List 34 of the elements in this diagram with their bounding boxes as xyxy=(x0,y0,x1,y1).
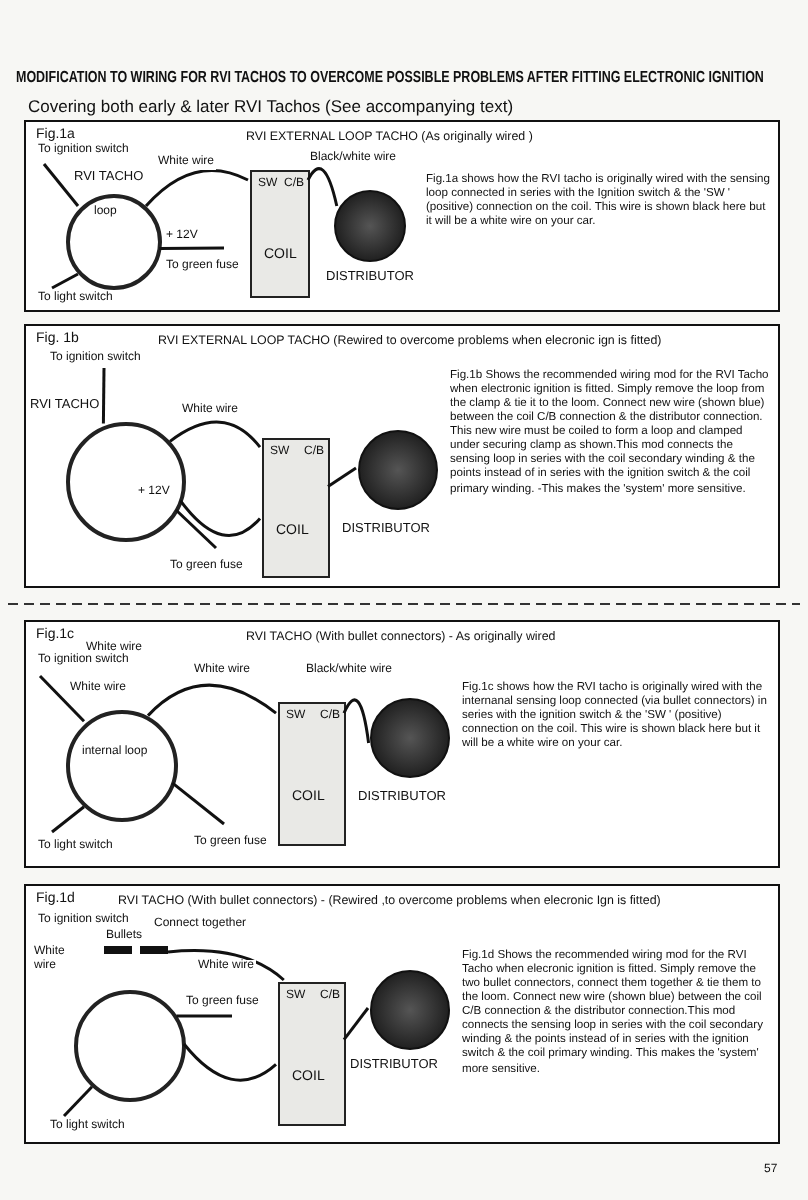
tacho-dial xyxy=(66,710,178,822)
tacho-dial xyxy=(66,194,162,290)
figure-panel xyxy=(24,620,780,868)
ignition-coil xyxy=(278,982,346,1126)
distributor-drawing xyxy=(334,190,406,262)
ignition-coil xyxy=(278,702,346,846)
wire xyxy=(101,368,106,424)
wire xyxy=(38,674,86,723)
wire xyxy=(174,508,218,550)
distributor-drawing xyxy=(358,430,438,510)
wire xyxy=(182,1043,277,1082)
wire xyxy=(51,805,85,834)
wire xyxy=(176,1014,232,1018)
wire xyxy=(62,1085,94,1118)
wire xyxy=(146,683,277,717)
wire xyxy=(42,163,80,207)
wire xyxy=(342,1007,370,1041)
figure-panel xyxy=(24,324,780,588)
wire xyxy=(51,272,79,290)
figure-panel xyxy=(24,120,780,312)
wire xyxy=(179,499,262,537)
wire xyxy=(171,782,225,826)
wire xyxy=(159,246,224,250)
wire xyxy=(169,420,262,449)
distributor-drawing xyxy=(370,698,450,778)
wire xyxy=(167,949,285,982)
wire xyxy=(144,169,249,208)
wire xyxy=(327,466,357,488)
ignition-coil xyxy=(250,170,310,298)
ignition-coil xyxy=(262,438,330,578)
distributor-drawing xyxy=(370,970,450,1050)
figure-panel xyxy=(24,884,780,1144)
title: MODIFICATION TO WIRING FOR RVI TACHOS TO OVERCOME POSSIBLE PROBLEMS AFTER FITTING ELECTRONIC IGNITION xyxy=(16,68,764,88)
subtitle: Covering both early & later RVI Tachos (See accompanying text) xyxy=(28,96,514,117)
